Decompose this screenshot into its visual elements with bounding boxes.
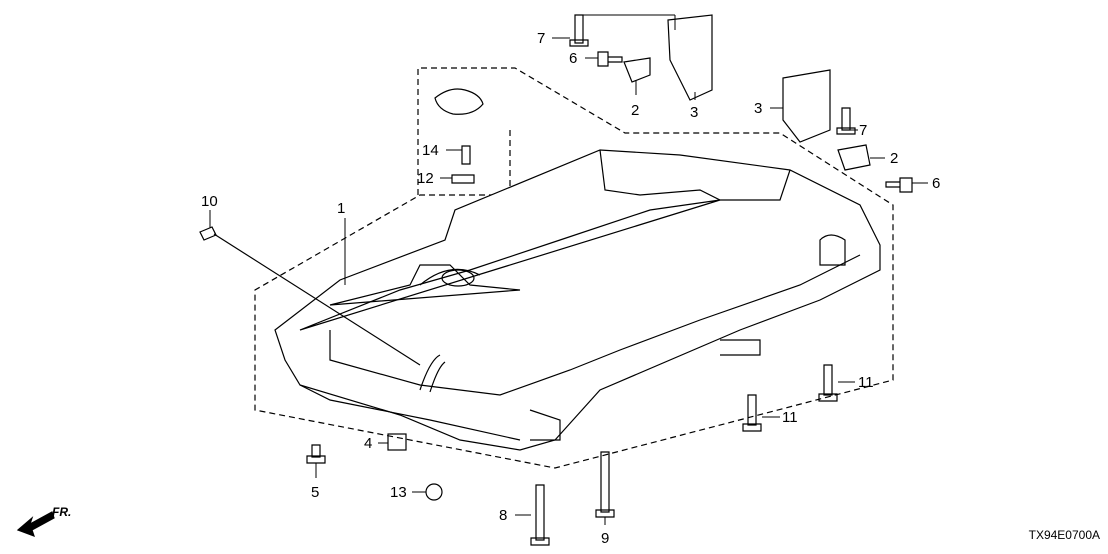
callout-13: 13 xyxy=(390,484,407,501)
callout-2: 2 xyxy=(890,150,899,167)
callout-1: 1 xyxy=(337,200,346,217)
callout-2: 2 xyxy=(631,102,640,119)
nut-13 xyxy=(425,483,443,501)
clip-10 xyxy=(199,226,217,241)
callout-6: 6 xyxy=(569,50,578,67)
cover-cap xyxy=(434,88,484,115)
bolt-14 xyxy=(461,145,471,165)
assembly-outline xyxy=(254,67,894,469)
callout-9: 9 xyxy=(601,530,610,547)
bolt-5 xyxy=(306,444,326,464)
front-arrow-icon xyxy=(16,511,55,538)
bolt-8 xyxy=(530,484,550,546)
callout-6: 6 xyxy=(932,175,941,192)
callout-5: 5 xyxy=(311,484,320,501)
bolt-9 xyxy=(595,451,615,518)
callout-7: 7 xyxy=(537,30,546,47)
bracket-2a xyxy=(623,57,651,83)
callout-10: 10 xyxy=(201,193,218,210)
bolt-11b xyxy=(742,394,762,432)
bolt-6a xyxy=(597,51,623,67)
callout-4: 4 xyxy=(364,435,373,452)
callout-11: 11 xyxy=(782,409,798,426)
bolt-6b xyxy=(885,177,913,193)
bolt-11a xyxy=(818,364,838,402)
callout-8: 8 xyxy=(499,507,508,524)
bracket-12 xyxy=(451,174,475,184)
bolt-7a xyxy=(569,14,589,47)
callout-7: 7 xyxy=(859,122,868,139)
callout-11: 11 xyxy=(858,374,874,391)
front-direction-label: FR. xyxy=(52,505,72,519)
callout-12: 12 xyxy=(417,170,434,187)
callout-3: 3 xyxy=(690,104,699,121)
battery-pack xyxy=(274,149,881,451)
callout-3: 3 xyxy=(754,100,763,117)
diagram-code: TX94E0700A xyxy=(1028,528,1100,542)
leader-lines xyxy=(209,14,928,525)
bracket-3a xyxy=(667,14,713,101)
callout-14: 14 xyxy=(422,142,439,159)
label-4 xyxy=(387,433,407,451)
bracket-2b xyxy=(837,144,871,171)
bracket-3b xyxy=(782,69,831,143)
